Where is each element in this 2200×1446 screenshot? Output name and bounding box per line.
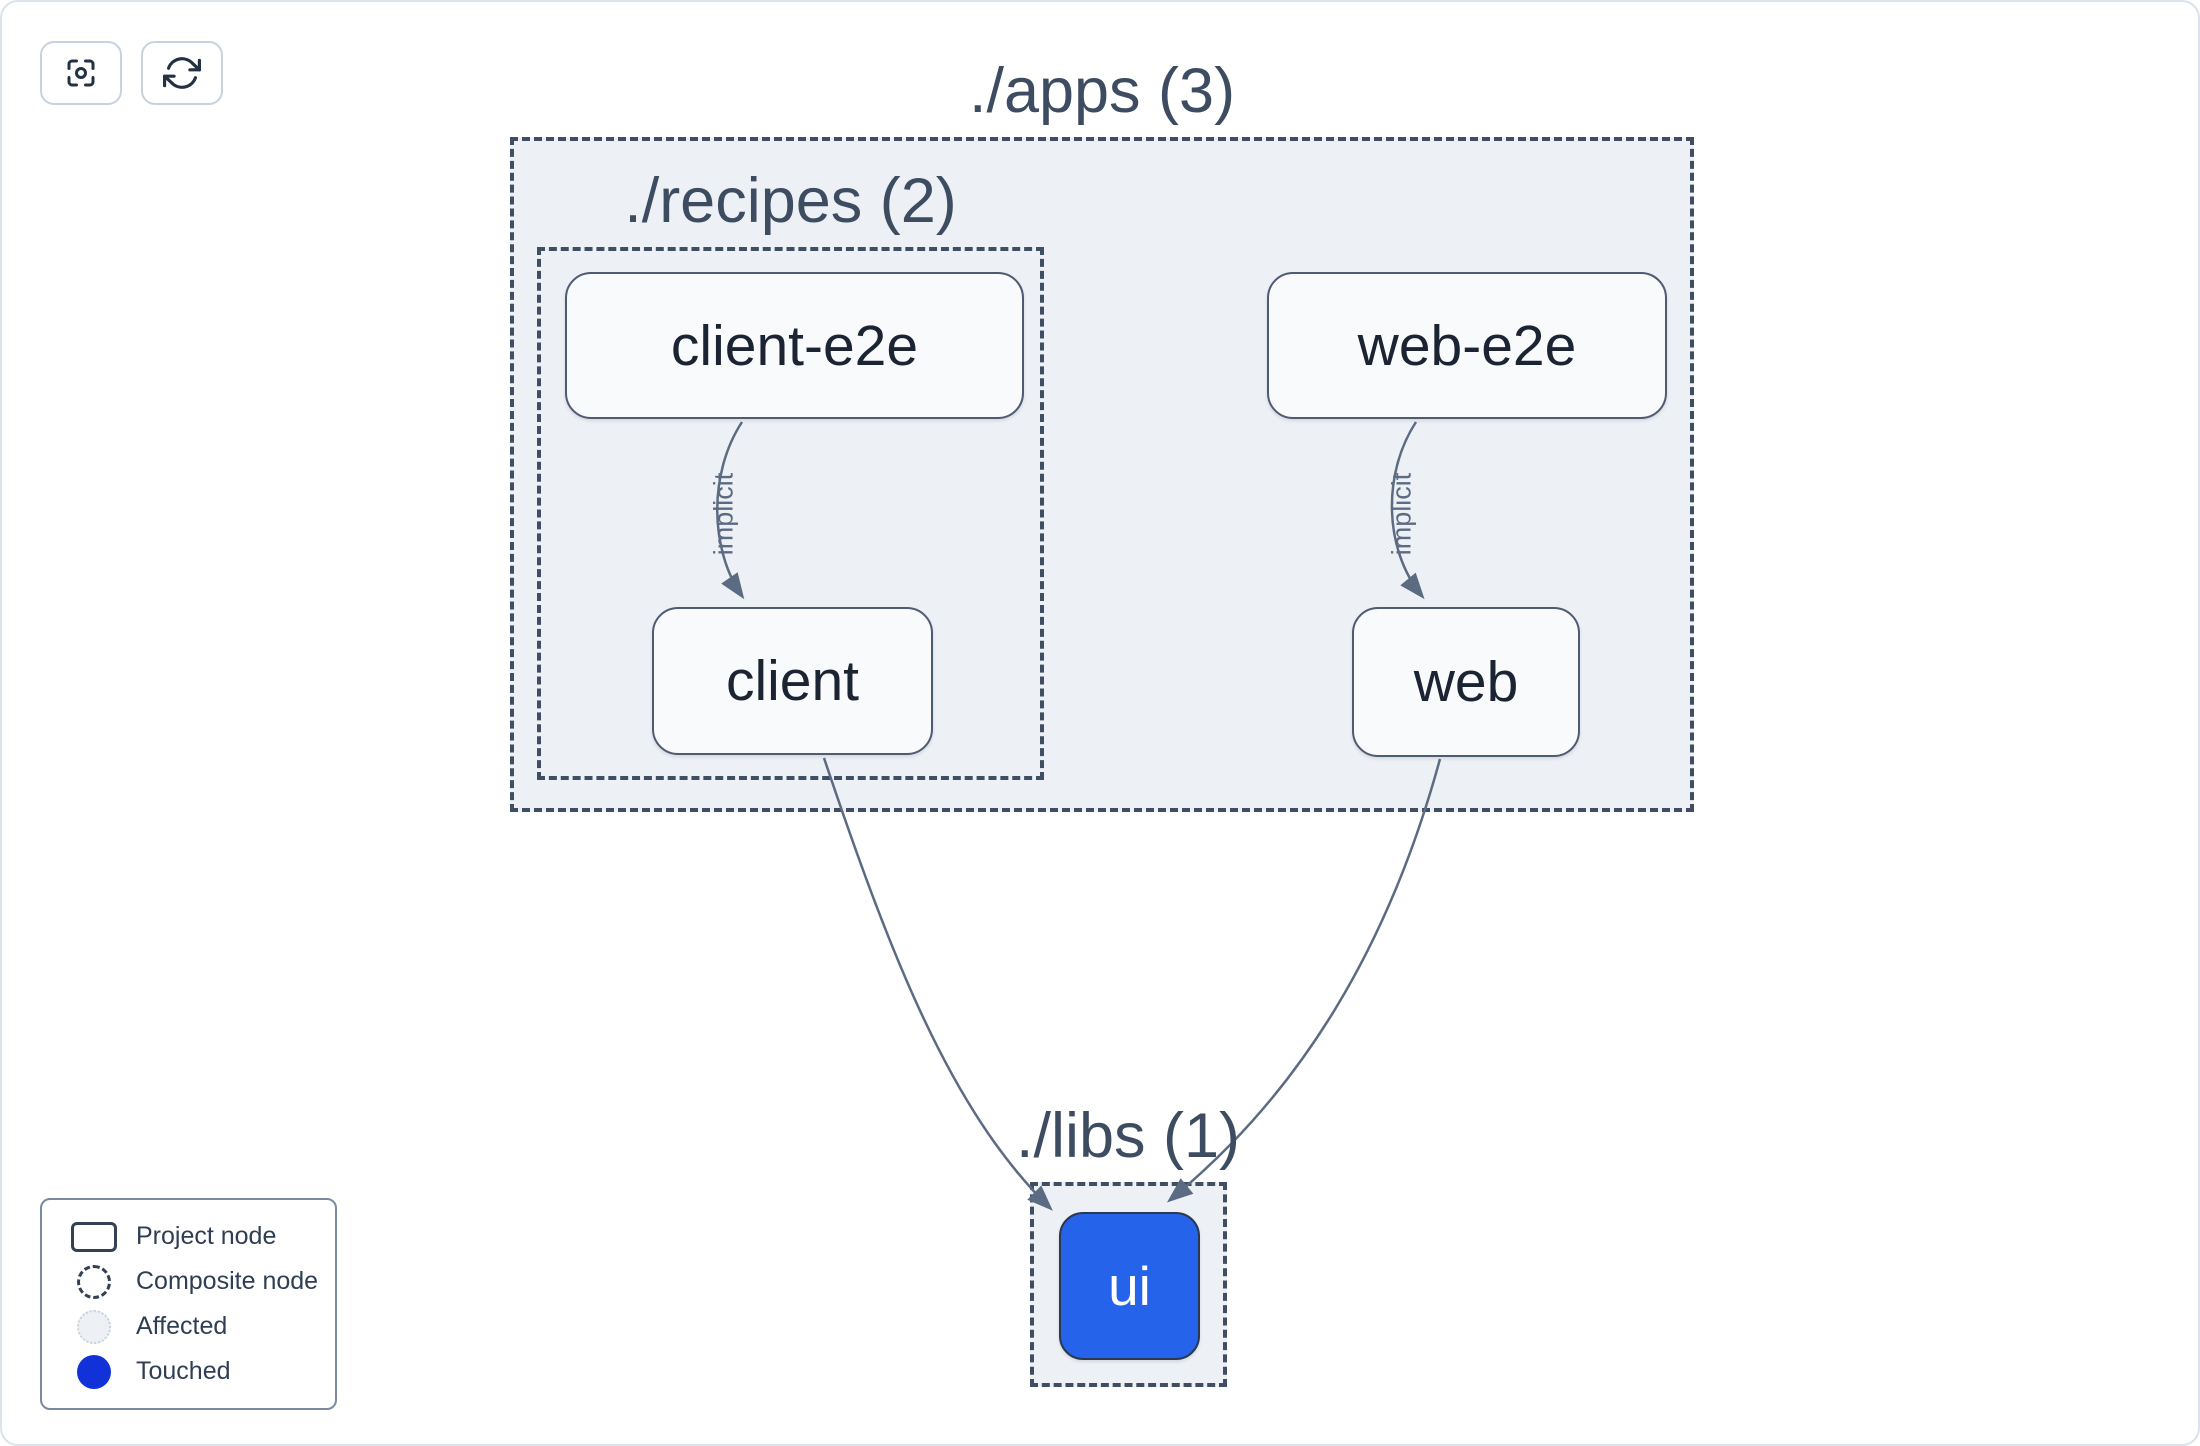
container-label-recipes: ./recipes (2) bbox=[624, 166, 957, 236]
project-node-label: web bbox=[1413, 650, 1519, 714]
refresh-button[interactable] bbox=[141, 41, 223, 105]
legend-item-affected: Affected bbox=[52, 1305, 325, 1349]
project-node-swatch bbox=[71, 1221, 117, 1252]
legend-label: Affected bbox=[136, 1312, 228, 1340]
composite-node-swatch bbox=[77, 1264, 111, 1299]
legend-item-project-node: Project node bbox=[52, 1215, 325, 1259]
container-label-libs: ./libs (1) bbox=[1015, 1101, 1241, 1171]
legend-label: Composite node bbox=[136, 1267, 319, 1295]
focus-button[interactable] bbox=[40, 41, 122, 105]
edge-web-to-ui[interactable] bbox=[1166, 758, 1442, 1203]
legend-item-touched: Touched bbox=[52, 1350, 325, 1394]
project-node-ui-touched[interactable]: ui bbox=[1059, 1212, 1200, 1360]
project-node-client-e2e[interactable]: client-e2e bbox=[565, 272, 1024, 419]
edge-label-implicit: implicit bbox=[708, 472, 739, 556]
composite-container-recipes[interactable] bbox=[537, 247, 1044, 780]
container-label-apps: ./apps (3) bbox=[968, 56, 1236, 126]
project-node-label: client bbox=[725, 649, 860, 713]
project-node-web[interactable]: web bbox=[1352, 607, 1580, 757]
touched-swatch bbox=[77, 1354, 111, 1389]
legend-label: Touched bbox=[136, 1357, 231, 1385]
edge-client-e2e-to-client[interactable] bbox=[716, 421, 745, 600]
edge-web-e2e-to-web[interactable] bbox=[1390, 421, 1425, 600]
refresh-icon bbox=[163, 57, 201, 89]
project-node-label: ui bbox=[1108, 1255, 1151, 1317]
project-node-label: client-e2e bbox=[670, 313, 919, 378]
edge-label-implicit: implicit bbox=[1386, 472, 1417, 556]
legend-item-composite-node: Composite node bbox=[52, 1260, 325, 1304]
project-node-web-e2e[interactable]: web-e2e bbox=[1267, 272, 1667, 419]
affected-swatch bbox=[77, 1309, 111, 1344]
legend: Project node Composite node Affected Tou… bbox=[40, 1198, 337, 1410]
project-node-client[interactable]: client bbox=[652, 607, 933, 755]
legend-label: Project node bbox=[136, 1222, 277, 1250]
project-node-label: web-e2e bbox=[1357, 313, 1577, 378]
focus-icon bbox=[67, 59, 95, 87]
edge-client-to-ui[interactable] bbox=[822, 757, 1053, 1211]
